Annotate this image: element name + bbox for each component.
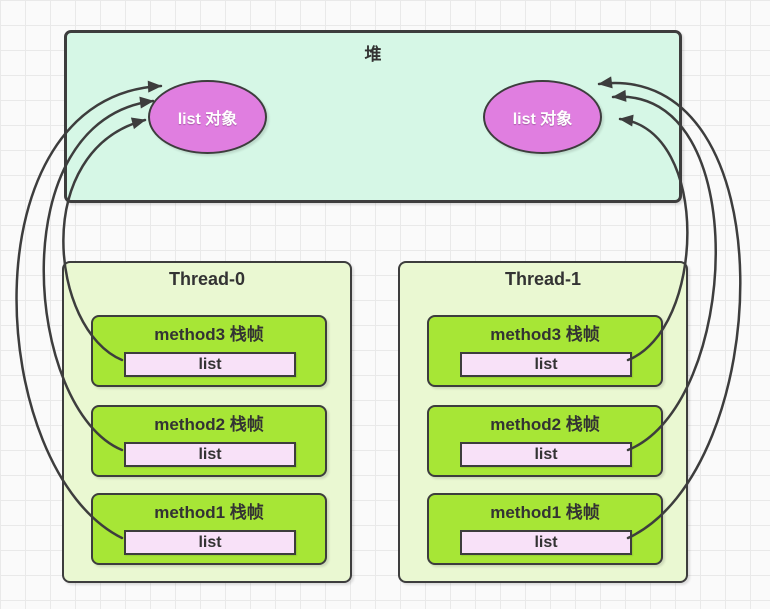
thread-0-frame-method2-label: method2 栈帧: [154, 415, 264, 434]
thread-1-frame-method2[interactable]: method2 栈帧 list: [427, 405, 663, 477]
thread-0-box[interactable]: Thread-0 method3 栈帧 list method2 栈帧 list…: [62, 261, 352, 583]
thread-1-frame-method1-label: method1 栈帧: [490, 503, 600, 522]
thread-1-box[interactable]: Thread-1 method3 栈帧 list method2 栈帧 list…: [398, 261, 688, 583]
heap-object-right-label: list 对象: [512, 111, 573, 128]
thread-0-frame-method3[interactable]: method3 栈帧 list: [91, 315, 327, 387]
thread-1-method2-list-variable[interactable]: list: [460, 442, 632, 467]
thread-0-title: Thread-0: [168, 269, 246, 289]
thread-1-frame-method2-label: method2 栈帧: [490, 415, 600, 434]
heap-object-left-ellipse[interactable]: list 对象: [148, 80, 267, 154]
thread-1-method3-list-variable[interactable]: list: [460, 352, 632, 377]
thread-1-method1-list-variable[interactable]: list: [460, 530, 632, 555]
heap-title: 堆: [364, 45, 382, 64]
thread-1-title: Thread-1: [504, 269, 582, 289]
heap-object-right-ellipse[interactable]: list 对象: [483, 80, 602, 154]
thread-0-frame-method2[interactable]: method2 栈帧 list: [91, 405, 327, 477]
heap-object-left-label: list 对象: [177, 111, 238, 128]
thread-0-frame-method1[interactable]: method1 栈帧 list: [91, 493, 327, 565]
thread-1-frame-method3-label: method3 栈帧: [490, 325, 600, 344]
thread-0-method3-list-variable[interactable]: list: [124, 352, 296, 377]
thread-0-frame-method3-label: method3 栈帧: [154, 325, 264, 344]
thread-0-method2-list-variable[interactable]: list: [124, 442, 296, 467]
thread-0-frame-method1-label: method1 栈帧: [154, 503, 264, 522]
thread-1-frame-method1[interactable]: method1 栈帧 list: [427, 493, 663, 565]
thread-0-method1-list-variable[interactable]: list: [124, 530, 296, 555]
thread-1-frame-method3[interactable]: method3 栈帧 list: [427, 315, 663, 387]
